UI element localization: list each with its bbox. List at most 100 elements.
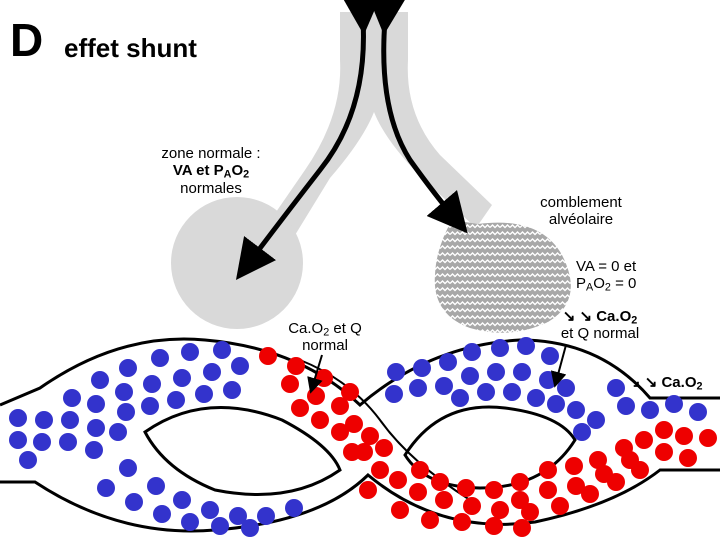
blood-cell-high-o2-9 <box>375 439 393 457</box>
blood-cell-low-o2-48 <box>461 367 479 385</box>
blood-cell-low-o2-31 <box>229 507 247 525</box>
blood-cell-low-o2-53 <box>451 389 469 407</box>
va-zero-line2: PAO2 = 0 <box>576 275 637 294</box>
blood-cell-high-o2-5 <box>307 387 325 405</box>
blood-cell-low-o2-8 <box>151 349 169 367</box>
blood-cell-low-o2-7 <box>119 359 137 377</box>
arrow-normal-zone <box>235 0 382 280</box>
blood-cell-low-o2-13 <box>115 383 133 401</box>
blood-cell-low-o2-35 <box>125 493 143 511</box>
blood-cell-high-o2-44 <box>621 451 639 469</box>
blood-cell-low-o2-49 <box>487 363 505 381</box>
blood-cell-high-o2-51 <box>513 519 531 537</box>
cao2-normal-q: et Q <box>329 320 362 337</box>
blood-cell-low-o2-30 <box>201 501 219 519</box>
normal-zone-sub-2: 2 <box>243 168 250 181</box>
blood-cell-low-o2-15 <box>173 369 191 387</box>
blood-cell-low-o2-66 <box>385 385 403 403</box>
blood-cell-low-o2-1 <box>35 411 53 429</box>
blood-cell-high-o2-15 <box>389 471 407 489</box>
blood-cell-low-o2-16 <box>203 363 221 381</box>
blood-cell-high-o2-50 <box>485 517 503 535</box>
blood-cell-high-o2-47 <box>391 501 409 519</box>
blood-cell-low-o2-26 <box>109 423 127 441</box>
filled-alveolus <box>434 220 571 333</box>
blood-cell-low-o2-46 <box>541 347 559 365</box>
blood-cell-high-o2-42 <box>567 477 585 495</box>
decrease-far-ca: ↘ ↘ Ca.O <box>628 374 697 391</box>
blood-cell-high-o2-38 <box>431 473 449 491</box>
capillary-outer-bottom <box>0 468 720 533</box>
filling-label: comblement alvéolaire <box>526 194 636 229</box>
blood-cell-low-o2-37 <box>181 513 199 531</box>
blood-cell-high-o2-20 <box>521 503 539 521</box>
blood-cell-low-o2-9 <box>181 343 199 361</box>
cao2-normal-line1: Ca.O2 et Q <box>280 320 370 338</box>
blood-cell-high-o2-49 <box>453 513 471 531</box>
decrease-right-sub: 2 <box>631 314 638 327</box>
capillary-network <box>0 337 720 533</box>
blood-cell-high-o2-3 <box>341 383 359 401</box>
blood-cell-low-o2-44 <box>491 339 509 357</box>
va-zero-eq: = 0 <box>610 275 637 293</box>
decrease-right-line1: ↘ ↘ Ca.O2 <box>550 308 650 327</box>
blood-cell-high-o2-27 <box>699 429 717 447</box>
blood-cell-high-o2-26 <box>679 449 697 467</box>
normal-zone-o: O <box>231 162 244 180</box>
blood-cell-high-o2-30 <box>635 431 653 449</box>
blood-cell-low-o2-6 <box>91 371 109 389</box>
blood-cell-low-o2-51 <box>539 371 557 389</box>
blood-cell-low-o2-57 <box>547 395 565 413</box>
blood-cell-high-o2-28 <box>675 427 693 445</box>
blood-cell-low-o2-59 <box>587 411 605 429</box>
decrease-right-line2: et Q normal <box>560 325 640 343</box>
blood-cell-low-o2-54 <box>477 383 495 401</box>
blood-cell-low-o2-25 <box>85 441 103 459</box>
blood-cell-high-o2-11 <box>311 411 329 429</box>
blood-cell-low-o2-36 <box>153 505 171 523</box>
blood-cell-high-o2-14 <box>371 461 389 479</box>
blood-cell-low-o2-27 <box>119 459 137 477</box>
blood-cell-low-o2-39 <box>241 519 259 537</box>
blood-cell-low-o2-65 <box>573 423 591 441</box>
va-zero-line1: VA = 0 et <box>576 258 637 275</box>
blood-cell-low-o2-19 <box>87 419 105 437</box>
blood-cell-low-o2-2 <box>9 431 27 449</box>
blood-cell-low-o2-23 <box>195 385 213 403</box>
blood-cell-low-o2-55 <box>503 383 521 401</box>
capillary-hole-left <box>143 406 342 496</box>
decrease-right-ca: ↘ ↘ Ca.O <box>562 308 632 325</box>
blood-cells <box>9 337 717 537</box>
blood-cell-high-o2-19 <box>491 501 509 519</box>
va-zero-label: VA = 0 et PAO2 = 0 <box>576 258 636 293</box>
decrease-right-label: ↘ ↘ Ca.O2 et Q normal <box>550 308 650 343</box>
blood-cell-low-o2-32 <box>257 507 275 525</box>
blood-cell-high-o2-0 <box>259 347 277 365</box>
blood-cell-low-o2-12 <box>87 395 105 413</box>
blood-cell-high-o2-36 <box>485 481 503 499</box>
blood-cell-high-o2-6 <box>331 397 349 415</box>
filling-line2: alvéolaire <box>548 211 614 229</box>
blood-cell-high-o2-48 <box>421 511 439 529</box>
blood-cell-low-o2-47 <box>435 377 453 395</box>
blood-cell-low-o2-62 <box>665 395 683 413</box>
blood-cell-low-o2-3 <box>33 433 51 451</box>
blood-cell-low-o2-58 <box>567 401 585 419</box>
va-zero-sub-2: 2 <box>604 281 611 294</box>
blood-cell-high-o2-35 <box>511 473 529 491</box>
blood-cell-low-o2-5 <box>63 389 81 407</box>
normal-zone-va: VA et P <box>172 162 224 180</box>
blood-cell-low-o2-43 <box>463 343 481 361</box>
blood-cell-low-o2-17 <box>231 357 249 375</box>
pointer-right <box>550 344 567 388</box>
blood-cell-low-o2-67 <box>409 379 427 397</box>
blood-cell-high-o2-8 <box>361 427 379 445</box>
normal-zone-line3: normales <box>180 179 242 197</box>
blood-cell-high-o2-7 <box>345 415 363 433</box>
va-zero-o: O <box>593 275 605 293</box>
pointer-lines <box>307 344 567 394</box>
filling-line1: comblement <box>540 194 622 211</box>
blood-cell-high-o2-16 <box>409 483 427 501</box>
blood-cell-low-o2-41 <box>413 359 431 377</box>
